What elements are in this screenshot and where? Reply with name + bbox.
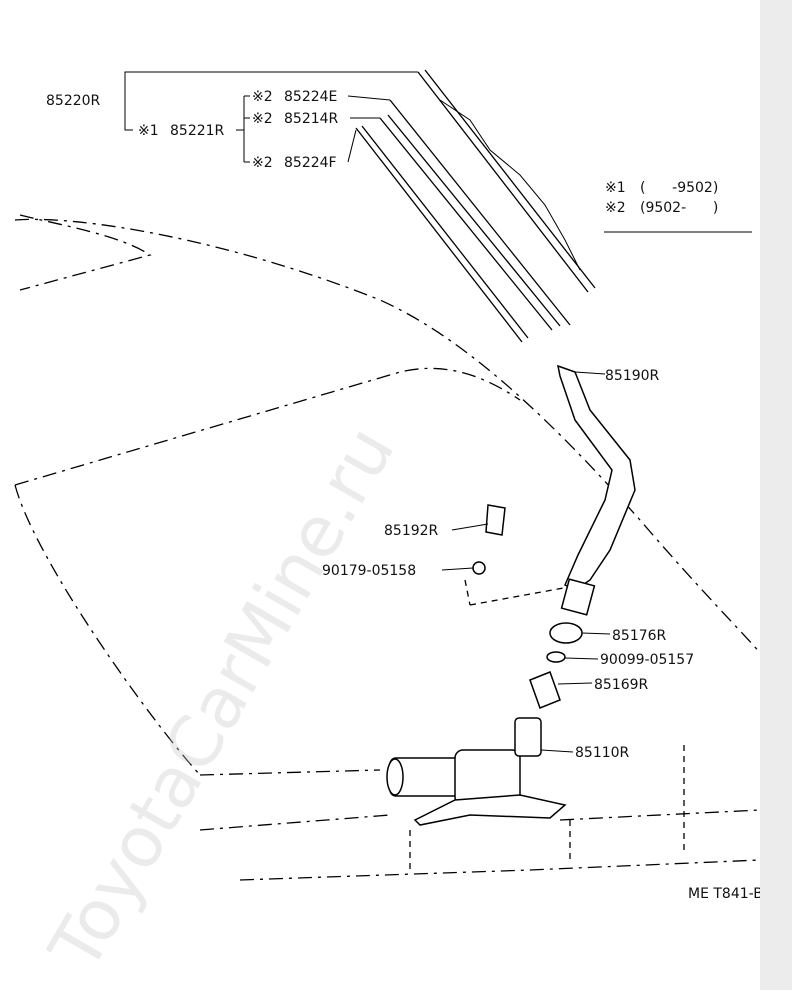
blade-85214r <box>379 117 553 331</box>
label-mark-2b: ※2 <box>252 111 273 127</box>
legend-range-2: (9502- ) <box>640 200 718 216</box>
motor-bracket <box>413 794 567 826</box>
leader-85224f <box>347 129 357 163</box>
leader-90099 <box>564 657 599 660</box>
legend-range-1: ( -9502) <box>640 180 718 196</box>
glass-left-line <box>14 484 201 776</box>
label-85220r: 85220R <box>46 93 101 109</box>
leader-85190r <box>574 371 606 375</box>
label-90099-05157: 90099-05157 <box>600 652 694 668</box>
mount-guide-2 <box>469 584 581 606</box>
blade-85224f-edge <box>361 125 529 339</box>
part-labels: 85220R ※1 85221R ※2 85224E ※2 85214R ※2 … <box>46 89 760 902</box>
wiper-blade-assembly <box>355 69 596 343</box>
leader-85192r <box>451 523 489 531</box>
roof-line <box>14 218 760 654</box>
leader-90179 <box>441 567 474 571</box>
blade-85214r-edge <box>387 114 561 327</box>
leader-85220r <box>124 71 418 100</box>
label-mark-2c: ※2 <box>252 155 273 171</box>
leader-85224e <box>347 95 391 101</box>
label-85221r: 85221R <box>170 123 225 139</box>
leader-85220r-branch <box>124 100 133 131</box>
legend-mark-1: ※1 <box>605 180 626 196</box>
wiper-motor-85110r <box>386 717 567 826</box>
motor-pivot-shaft <box>514 717 542 757</box>
leader-85176r <box>581 632 611 635</box>
part-nut-90099 <box>546 651 566 663</box>
wiper-arm-85190r <box>557 364 636 616</box>
blade-frame-85220r <box>417 71 589 293</box>
arm-head <box>560 578 596 616</box>
label-85224e: 85224E <box>284 89 337 105</box>
label-90179-05158: 90179-05158 <box>322 563 416 579</box>
label-85214r: 85214R <box>284 111 339 127</box>
label-85176r: 85176R <box>612 628 667 644</box>
hatch-left-lower-line <box>199 814 391 831</box>
glass-top-line <box>14 367 521 486</box>
part-cap-85176r <box>549 622 583 644</box>
label-85192r: 85192R <box>384 523 439 539</box>
legend-mark-2: ※2 <box>605 200 626 216</box>
vehicle-outline <box>14 214 760 881</box>
label-mark-1: ※1 <box>138 123 159 139</box>
part-bushing-85169r <box>529 671 561 709</box>
blade-85224e <box>389 99 571 326</box>
part-nut-90179 <box>472 561 486 575</box>
hatch-lower-line <box>559 809 760 821</box>
watermark-text: ToyotaCarMine.ru <box>33 413 410 984</box>
label-85190r: 85190R <box>605 368 660 384</box>
label-85110r: 85110R <box>575 745 630 761</box>
label-85224f: 85224F <box>284 155 337 171</box>
leader-85169r <box>557 682 593 685</box>
blade-85224f <box>355 127 523 343</box>
label-mark-2a: ※2 <box>252 89 273 105</box>
glass-bottom-line <box>199 769 381 776</box>
part-85192r-cover <box>485 504 506 536</box>
arm-body <box>557 364 636 591</box>
motor-end-cap <box>386 758 404 796</box>
roof-corner-line <box>19 214 152 291</box>
blade-claws <box>439 99 581 271</box>
blade-frame-85220r-edge <box>424 69 596 289</box>
leader-85221r-bracket <box>236 95 250 163</box>
figure-code: ME T841-B <box>688 886 760 902</box>
diagram-canvas: 85220R ※1 85221R ※2 85224E ※2 85214R ※2 … <box>14 69 760 984</box>
leader-lines <box>124 71 752 753</box>
mount-guide-1 <box>464 579 471 606</box>
page-edge-strip <box>760 0 792 990</box>
leader-85110r <box>540 749 574 753</box>
bumper-line <box>239 859 760 881</box>
label-85169r: 85169R <box>594 677 649 693</box>
